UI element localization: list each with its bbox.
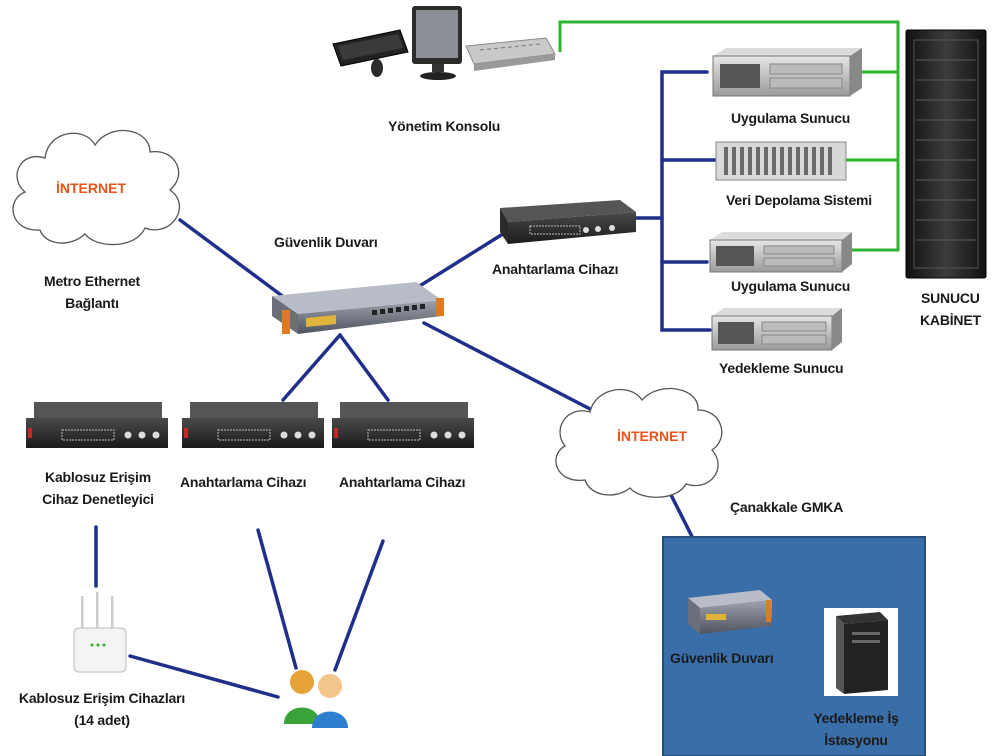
server-icon: [712, 48, 862, 97]
firewall-to-switch-left-link: [281, 333, 342, 402]
label-uygulama-sunucu-1: Uygulama Sunucu: [731, 110, 851, 126]
server-icon: [711, 308, 842, 351]
label-yedekleme-sunucu: Yedekleme Sunucu: [719, 360, 844, 376]
firewall-to-switch-top-link: [408, 230, 508, 294]
mgmt-app-server-2-link: [846, 66, 900, 252]
label-anahtarlama-left: Anahtarlama Cihazı: [180, 474, 307, 490]
label-anahtarlama-right: Anahtarlama Cihazı: [339, 474, 466, 490]
server-icon: [709, 232, 852, 273]
main-firewall: [272, 282, 444, 334]
label-internet-1: İNTERNET: [56, 180, 126, 196]
storage-array-icon: [715, 141, 847, 181]
management-console: [332, 6, 556, 80]
label-yonetim-konsolu: Yönetim Konsolu: [388, 118, 501, 134]
cloud-icon: [12, 129, 181, 246]
label-kablosuz-denetleyici-2: Cihaz Denetleyici: [42, 491, 154, 507]
users: [284, 670, 348, 728]
network-switch-icon: [182, 402, 324, 448]
storage-system: [715, 141, 847, 181]
switch-right-to-users-link: [333, 539, 385, 672]
backup-workstation: [824, 608, 898, 696]
app-server-2: [709, 232, 852, 273]
app-server-1: [712, 48, 862, 97]
workstation-icon: [824, 608, 898, 696]
server-rack-icon: [905, 29, 987, 279]
label-guvenlik-duvari-main: Güvenlik Duvarı: [274, 234, 378, 250]
label-anahtarlama-top: Anahtarlama Cihazı: [492, 261, 619, 277]
label-metro-ethernet: Metro Ethernet: [44, 273, 140, 289]
internet-cloud-1: [12, 129, 181, 246]
switch-left-to-users-link: [256, 528, 298, 670]
label-yedekleme-is: Yedekleme İş: [813, 710, 899, 726]
wireless-access-point: [73, 592, 127, 673]
network-switch-icon: [500, 200, 636, 244]
switch-right: [332, 402, 474, 448]
internet1-to-firewall-link: [178, 218, 287, 300]
kvm-switch-icon: [465, 37, 556, 71]
network-switch-icon: [26, 402, 168, 448]
label-sunucu: SUNUCU: [921, 290, 980, 306]
switch-wireless-controller: [26, 402, 168, 448]
label-baglanti: Bağlantı: [65, 295, 119, 311]
mouse-icon: [371, 59, 383, 77]
label-kabinet: KABİNET: [920, 312, 981, 328]
management-links: [558, 20, 900, 252]
wireless-access-point-icon: [73, 592, 127, 673]
label-istasyonu: İstasyonu: [824, 732, 888, 748]
remote-firewall: [688, 590, 772, 634]
keyboard-icon: [332, 29, 409, 67]
switch-left: [182, 402, 324, 448]
kvm-to-rack-link: [558, 20, 900, 66]
server-bus-link: [660, 70, 712, 332]
firewall-to-internet2-link: [422, 321, 594, 412]
server-cabinet: [905, 29, 987, 279]
label-kablosuz-cihazlar-1: Kablosuz Erişim Cihazları: [18, 690, 186, 706]
label-internet-2: İNTERNET: [617, 428, 687, 444]
label-canakkale-gmka: Çanakkale GMKA: [730, 499, 844, 515]
firewall-icon: [688, 590, 772, 634]
monitor-icon: [412, 6, 462, 80]
label-guvenlik-duvari-remote: Güvenlik Duvarı: [670, 650, 774, 666]
firewall-to-switch-right-link: [338, 333, 390, 402]
ap-to-users-link: [128, 654, 280, 699]
cloud-icon: [555, 387, 723, 498]
label-kablosuz-denetleyici-1: Kablosuz Erişim: [45, 469, 151, 485]
label-uygulama-sunucu-2: Uygulama Sunucu: [731, 278, 851, 294]
label-kablosuz-cihazlar-2: (14 adet): [74, 712, 130, 728]
users-icon: [284, 670, 348, 728]
switch-top: [500, 200, 636, 244]
internet-cloud-2: [555, 387, 723, 498]
label-veri-depolama: Veri Depolama Sistemi: [726, 192, 872, 208]
network-switch-icon: [332, 402, 474, 448]
firewall-icon: [272, 282, 444, 334]
backup-server: [711, 308, 842, 351]
